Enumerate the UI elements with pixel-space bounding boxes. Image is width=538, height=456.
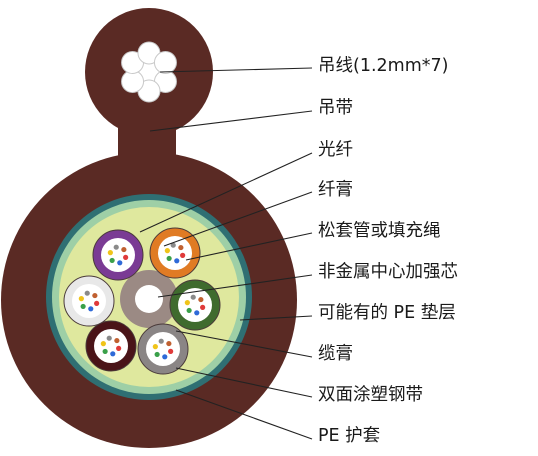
fiber-icon xyxy=(174,258,180,264)
fiber-icon xyxy=(164,248,170,254)
fiber-icon xyxy=(116,345,122,351)
label-steel-tape: 双面涂塑钢带 xyxy=(318,385,423,405)
fiber-icon xyxy=(170,242,176,248)
label-cable-compound: 缆膏 xyxy=(318,344,353,364)
fiber-icon xyxy=(162,354,168,360)
fiber-icon xyxy=(110,351,116,357)
leader-line xyxy=(175,367,313,398)
fiber-icon xyxy=(180,252,186,258)
leader-line xyxy=(139,152,313,233)
fiber-icon xyxy=(94,300,100,306)
leader-line xyxy=(157,274,313,298)
leader-line xyxy=(175,389,313,440)
leader-line xyxy=(185,232,313,261)
fiber-icon xyxy=(166,340,172,347)
leader-lines xyxy=(139,67,313,440)
label-pe-jacket: PE 护套 xyxy=(318,426,381,446)
loose-tube-icon xyxy=(63,275,115,327)
leader-line xyxy=(149,110,313,132)
leader-line xyxy=(163,191,313,247)
fiber-icon xyxy=(190,294,196,300)
fiber-icon xyxy=(154,351,160,358)
fiber-icon xyxy=(117,260,123,266)
fiber-icon xyxy=(88,306,94,312)
fiber-icon xyxy=(80,303,86,310)
fiber-icon xyxy=(166,255,172,262)
messenger-wire-icon xyxy=(121,41,177,103)
label-fiber-gel: 纤膏 xyxy=(318,180,353,200)
label-pe-bedding: 可能有的 PE 垫层 xyxy=(318,303,456,323)
leader-line xyxy=(239,315,313,321)
fiber-icon xyxy=(114,337,120,344)
label-messenger-wire: 吊线(1.2mm*7) xyxy=(318,56,449,76)
leader-line xyxy=(159,67,313,73)
center-strength-member xyxy=(120,270,178,328)
fiber-icon xyxy=(198,296,204,303)
fiber-icon xyxy=(107,250,113,256)
leader-line xyxy=(175,330,313,358)
fiber-icon xyxy=(194,310,200,316)
fiber-icon xyxy=(178,244,184,251)
label-center-strength-member: 非金属中心加强芯 xyxy=(318,262,458,282)
fiber-icon xyxy=(186,307,192,314)
label-suspension-strip: 吊带 xyxy=(318,98,353,118)
loose-tubes xyxy=(63,227,221,375)
loose-tube-icon xyxy=(92,229,144,281)
wire-strand xyxy=(153,51,177,74)
fiber-icon xyxy=(168,348,174,354)
fiber-icon xyxy=(109,257,115,264)
fiber-icon xyxy=(100,341,106,347)
loose-tube-icon xyxy=(85,320,137,372)
fiber-icon xyxy=(152,344,158,350)
fiber-icon xyxy=(184,300,190,306)
fiber-icon xyxy=(78,296,84,302)
fiber-icon xyxy=(121,246,127,253)
loose-tube-icon xyxy=(137,323,189,375)
fiber-icon xyxy=(158,338,164,344)
loose-tube-icon xyxy=(169,279,221,331)
fiber-icon xyxy=(106,335,112,341)
fiber-icon xyxy=(123,254,129,260)
label-optical-fiber: 光纤 xyxy=(318,140,353,160)
fiber-icon xyxy=(84,290,90,296)
fiber-icon xyxy=(102,348,108,355)
fiber-icon xyxy=(113,244,119,250)
loose-tube-icon xyxy=(149,227,201,279)
fiber-icon xyxy=(92,292,98,299)
fiber-icon xyxy=(200,304,206,310)
label-loose-tube-or-filler: 松套管或填充绳 xyxy=(318,221,441,241)
